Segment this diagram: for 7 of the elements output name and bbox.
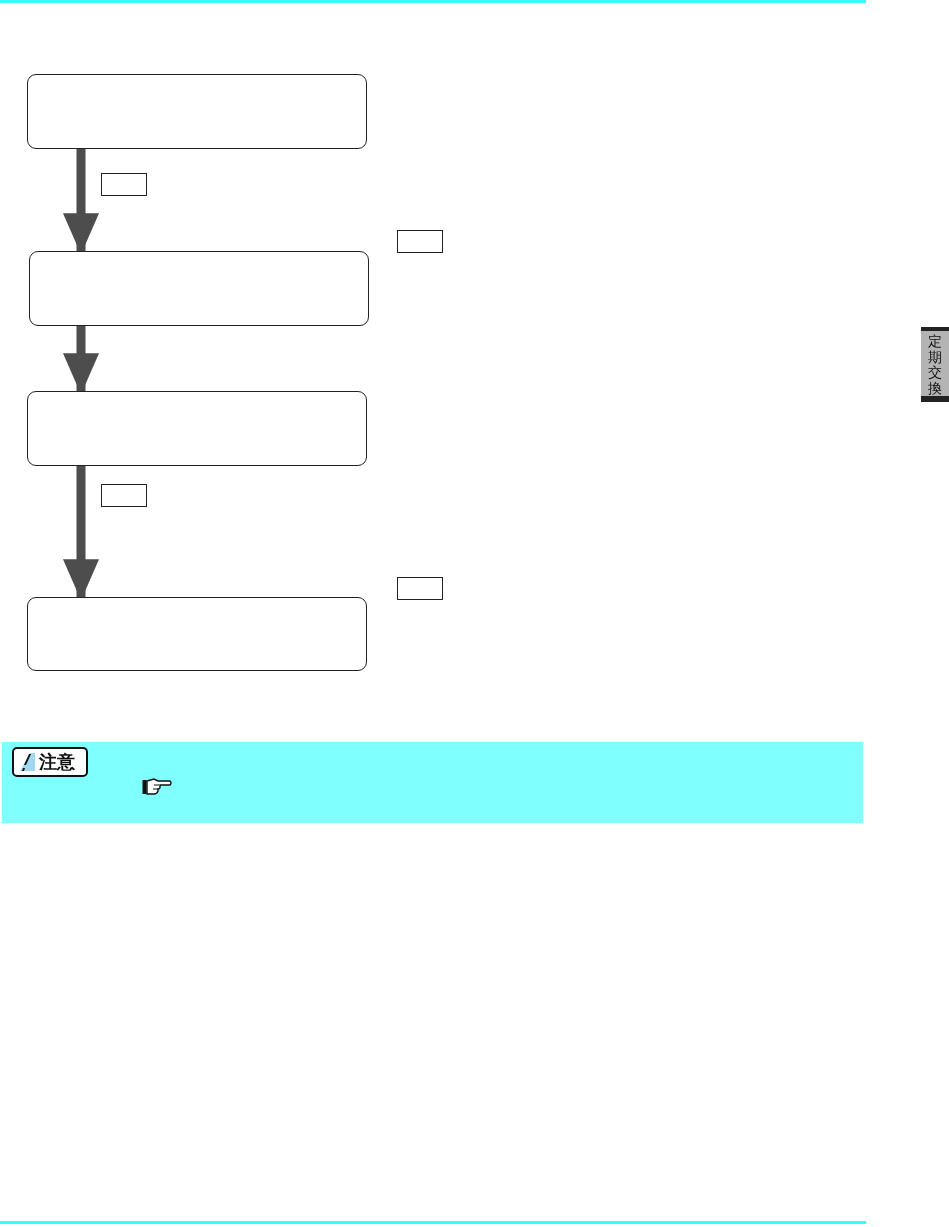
process-box (27, 391, 367, 466)
process-box (29, 251, 369, 326)
process-box (27, 597, 367, 671)
badge-label: 注意 (39, 751, 75, 773)
side-tab: 定期交換 (921, 327, 949, 402)
caution-badge (12, 747, 88, 777)
process-box (27, 74, 367, 149)
